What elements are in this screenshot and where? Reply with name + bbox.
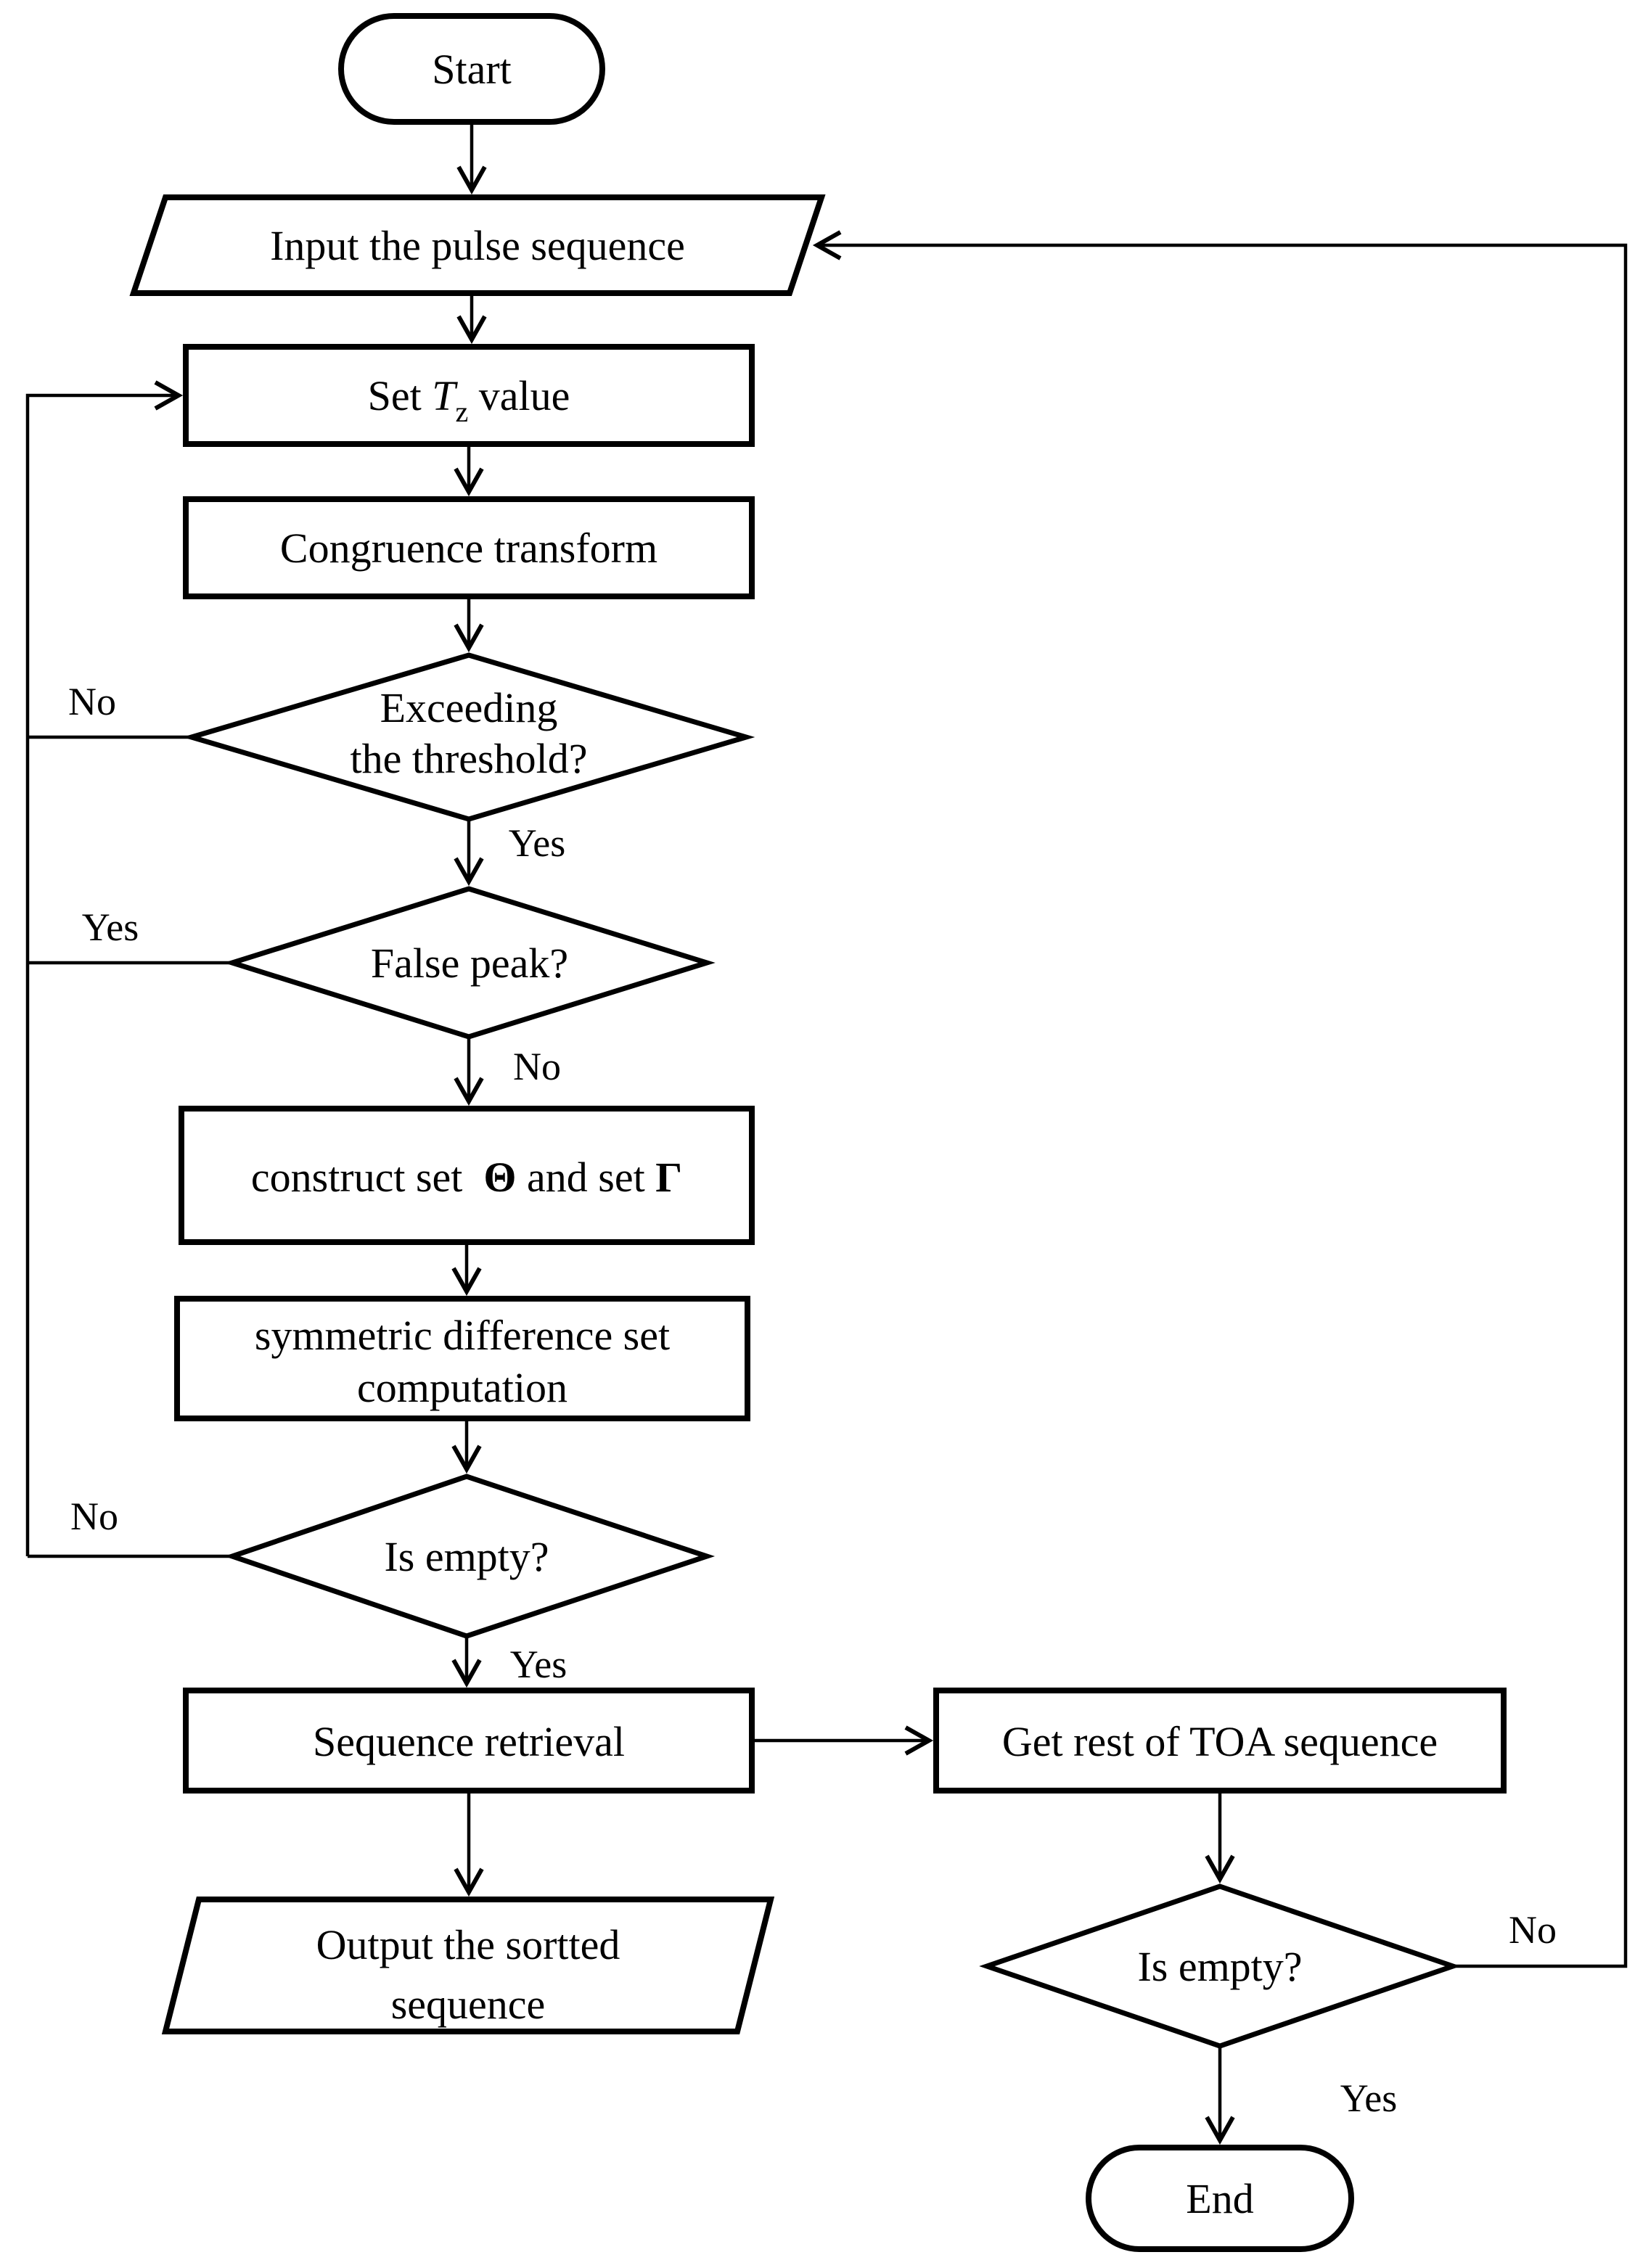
node-set-tz-label: Set Tz value <box>368 372 570 428</box>
node-is-empty-right-decision <box>979 1883 1461 2049</box>
node-symmetric <box>174 1296 750 1421</box>
nodes: Start Input the pulse sequence Set Tz va… <box>129 13 1507 2252</box>
node-exceeding-line1: Exceeding <box>380 684 558 731</box>
node-symmetric-line1: symmetric difference set <box>255 1312 670 1359</box>
node-output-sorted-line2: sequence <box>391 1981 546 2028</box>
label-is-empty-right-yes: Yes <box>1340 2076 1398 2120</box>
node-congruence <box>183 496 755 599</box>
label-is-empty-left-yes: Yes <box>510 1643 567 1686</box>
node-end <box>1086 2145 1354 2252</box>
edge-labels: No Yes Yes No No Yes No Yes <box>68 680 1557 2120</box>
node-output-sorted <box>161 1897 775 2034</box>
node-end-label: End <box>1186 2175 1253 2222</box>
node-is-empty-right-label: Is empty? <box>1137 1943 1302 1990</box>
node-is-empty-left-label: Is empty? <box>384 1533 549 1580</box>
node-false-peak-label: False peak? <box>371 940 568 987</box>
label-false-peak-yes: Yes <box>82 905 139 949</box>
edge-right-feedback-rail <box>812 230 1628 1968</box>
label-exceeding-no: No <box>68 680 116 723</box>
node-start <box>338 13 605 125</box>
node-output-sorted-line1: Output the sortted <box>316 1921 620 1968</box>
node-get-rest <box>933 1688 1507 1794</box>
node-exceeding-line2: the threshold? <box>351 735 588 782</box>
node-seq-retrieval <box>183 1688 755 1794</box>
node-set-tz <box>183 344 755 447</box>
node-get-rest-label: Get rest of TOA sequence <box>1002 1718 1438 1765</box>
edges <box>25 122 1628 2145</box>
node-start-label: Start <box>432 46 512 93</box>
node-congruence-label: Congruence transform <box>280 525 657 572</box>
node-seq-retrieval-label: Sequence retrieval <box>313 1718 625 1765</box>
node-symmetric-line2: computation <box>357 1364 567 1411</box>
edge-left-feedback-rail <box>25 380 184 1556</box>
label-is-empty-left-no: No <box>70 1495 118 1538</box>
node-input-pulse <box>129 194 826 296</box>
node-construct-label: construct set Θ and set Γ <box>251 1154 682 1201</box>
label-is-empty-right-no: No <box>1509 1908 1557 1952</box>
label-exceeding-yes: Yes <box>509 821 566 865</box>
node-false-peak-decision <box>224 886 716 1040</box>
node-is-empty-left-decision <box>224 1474 716 1639</box>
label-false-peak-no: No <box>513 1045 561 1088</box>
node-input-pulse-label: Input the pulse sequence <box>270 222 685 269</box>
node-construct <box>179 1106 755 1245</box>
node-exceeding-decision <box>182 652 755 822</box>
